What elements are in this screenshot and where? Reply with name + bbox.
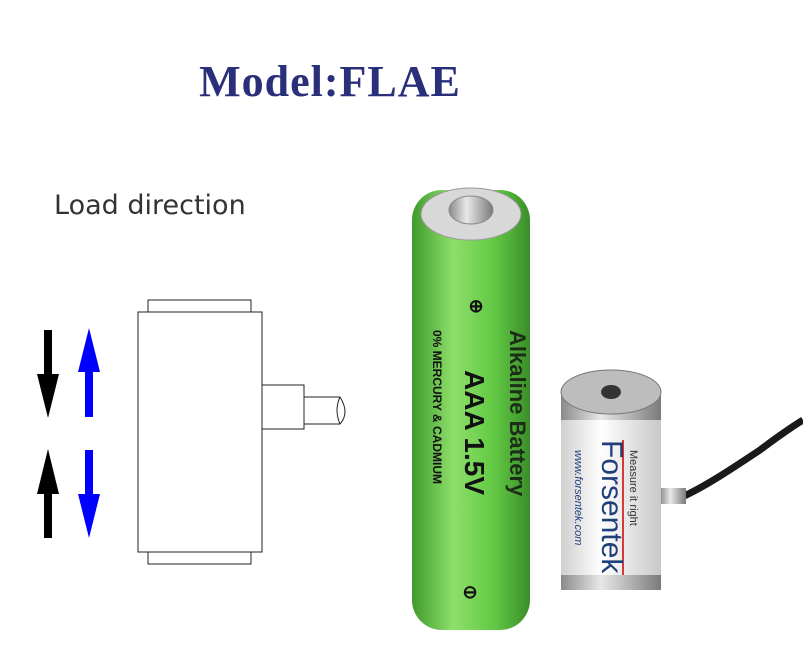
battery-size-text: AAA 1.5V: [459, 370, 490, 495]
product-photo: ⊕ ⊖ Alkaline Battery AAA 1.5V 0% MERCURY…: [412, 187, 803, 630]
sensor-brand-text: Forsentek: [595, 440, 628, 574]
arrow-down-icon: [78, 450, 100, 538]
load-direction-diagram: [37, 299, 346, 565]
battery-info-text: 0% MERCURY & CADMIUM: [430, 330, 444, 484]
sensor-website-text: www.forsentek.com: [572, 450, 584, 545]
arrow-down-icon: [37, 330, 59, 418]
page-title: Model:FLAE: [199, 57, 461, 106]
sensor: Forsentek Measure it right www.forsentek…: [560, 369, 662, 590]
battery-plus-icon: ⊕: [468, 296, 483, 316]
sensor-cable: [673, 417, 803, 504]
sensor-slogan-text: Measure it right: [627, 450, 639, 526]
arrow-up-icon: [78, 328, 100, 417]
battery-minus-icon: ⊖: [462, 582, 477, 602]
battery-brand-text: Alkaline Battery: [505, 330, 530, 497]
arrow-up-icon: [37, 449, 59, 538]
sensor-outline-drawing: [137, 299, 346, 565]
battery: ⊕ ⊖ Alkaline Battery AAA 1.5V 0% MERCURY…: [412, 187, 530, 630]
cable-strain-relief: [660, 488, 686, 504]
load-direction-label: Load direction: [54, 190, 246, 221]
